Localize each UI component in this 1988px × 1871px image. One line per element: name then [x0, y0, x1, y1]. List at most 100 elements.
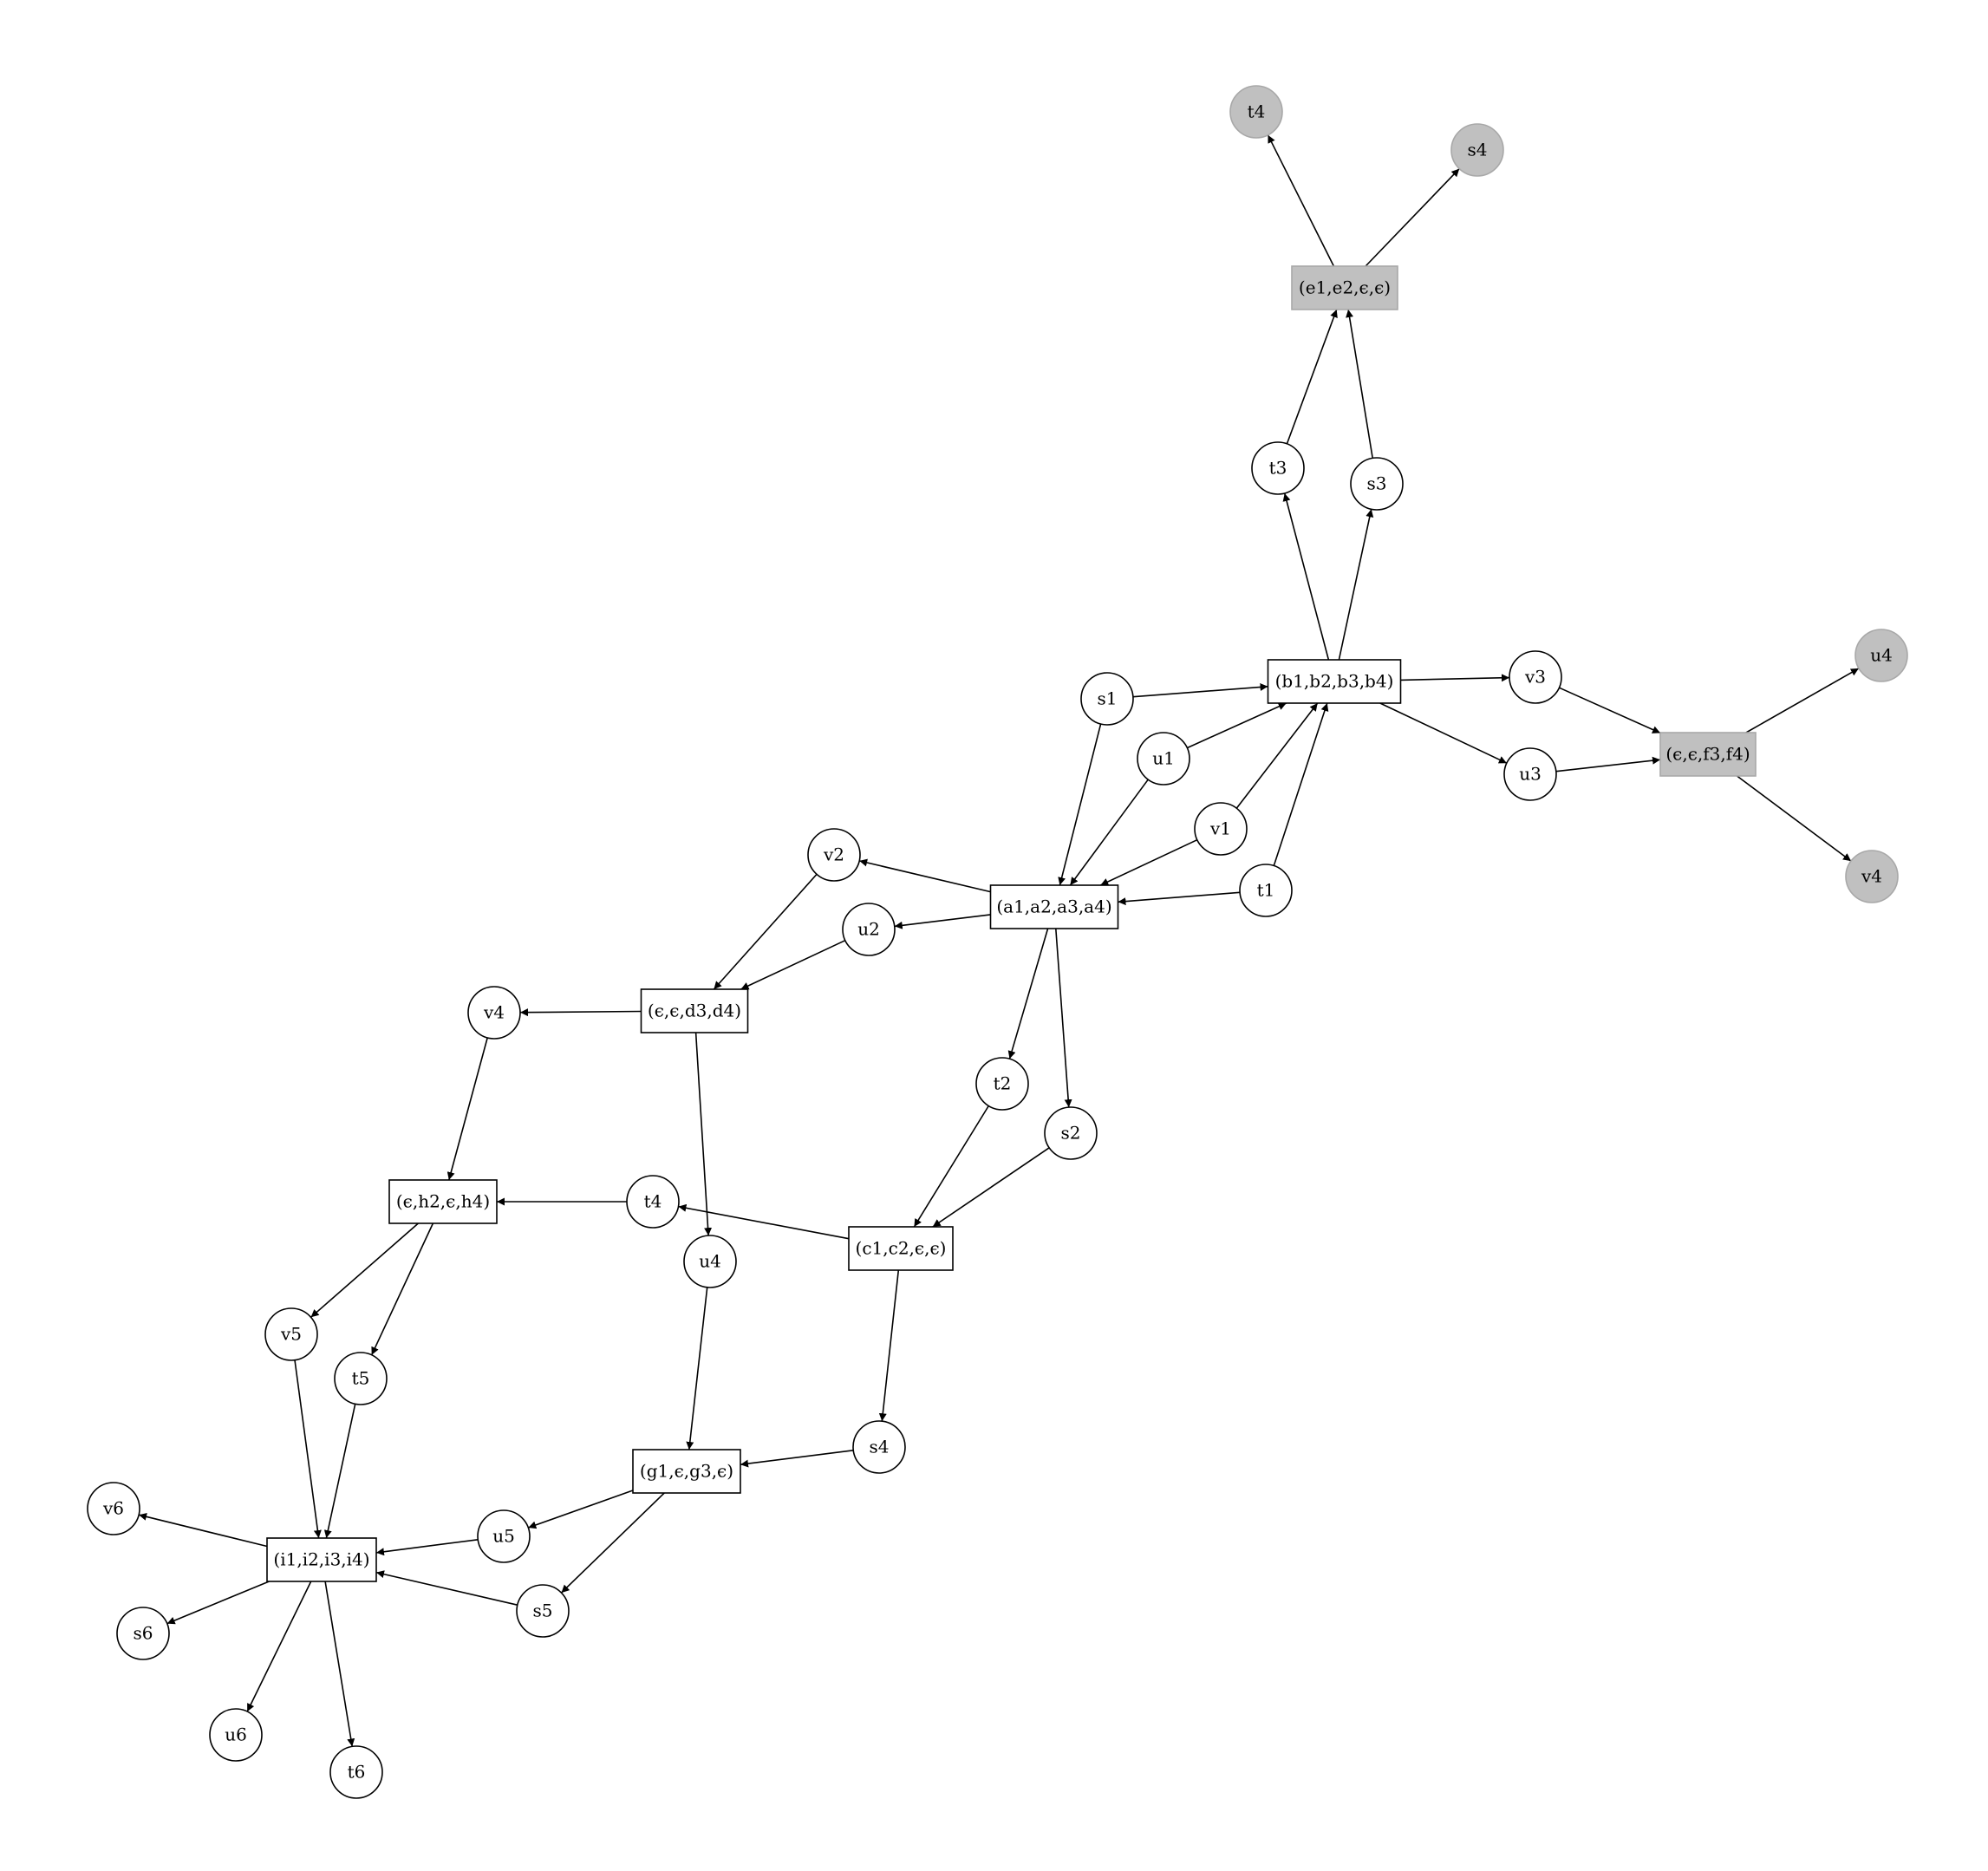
arc-a-to-v2 [859, 858, 991, 893]
transition-a: (a1,a2,a3,a4) [989, 884, 1119, 929]
place-u4: u4 [683, 1235, 737, 1288]
place-t4_top: t4 [1229, 85, 1283, 139]
transition-label: (ϵ,ϵ,d3,d4) [648, 1001, 741, 1021]
place-circle [329, 1745, 383, 1799]
place-circle [626, 1175, 680, 1229]
place-label: t4 [1248, 101, 1266, 122]
place-u6: u6 [209, 1708, 263, 1762]
transition-box [1659, 732, 1757, 777]
place-u4_right: u4 [1854, 629, 1908, 682]
place-label: u4 [699, 1251, 721, 1272]
place-t1: t1 [1239, 864, 1293, 917]
place-v1: v1 [1194, 802, 1248, 856]
place-label: s2 [1061, 1123, 1081, 1144]
place-t5: t5 [334, 1352, 388, 1405]
transition-box [632, 1449, 741, 1494]
place-v4_right: v4 [1845, 850, 1899, 903]
arc-t3-to-e [1286, 309, 1338, 445]
place-circle [1044, 1106, 1098, 1160]
arc-t1-to-b [1273, 702, 1329, 866]
place-label: t5 [352, 1368, 370, 1389]
transition-box [266, 1537, 377, 1582]
arc-h-to-v5 [310, 1222, 419, 1318]
arc-d-to-u4 [694, 1032, 713, 1236]
place-label: v5 [280, 1324, 302, 1345]
place-v6: v6 [87, 1482, 140, 1535]
place-circle [264, 1307, 318, 1361]
place-circle [1080, 672, 1134, 726]
arc-i-to-v6 [138, 1512, 268, 1548]
transition-box [1291, 265, 1398, 310]
place-label: u5 [492, 1526, 515, 1547]
place-circle [1194, 802, 1248, 856]
place-t4: t4 [626, 1175, 680, 1229]
arc-b-to-u3 [1379, 702, 1508, 764]
arc-g-to-s5 [560, 1492, 665, 1594]
place-label: v4 [483, 1002, 505, 1023]
transition-g: (g1,ϵ,g3,ϵ) [632, 1449, 741, 1494]
arc-u3-to-f [1555, 756, 1661, 773]
place-label: v2 [823, 844, 844, 865]
transition-label: (b1,b2,b3,b4) [1275, 671, 1394, 692]
place-u2: u2 [842, 903, 896, 956]
transition-label: (a1,a2,a3,a4) [996, 896, 1111, 917]
arc-i-to-s6 [166, 1581, 270, 1625]
place-circle [1137, 732, 1190, 786]
arc-u5-to-i [375, 1539, 479, 1556]
arc-a-to-s2 [1055, 928, 1072, 1108]
arc-i-to-t6 [324, 1581, 355, 1747]
place-v5: v5 [264, 1307, 318, 1361]
transition-d: (ϵ,ϵ,d3,d4) [640, 988, 749, 1033]
place-circle [116, 1607, 170, 1660]
place-circle [1509, 650, 1562, 704]
place-circle [1854, 629, 1908, 682]
place-t3: t3 [1251, 441, 1305, 495]
place-s6: s6 [116, 1607, 170, 1660]
transition-box [1267, 659, 1402, 704]
place-t6: t6 [329, 1745, 383, 1799]
place-v3: v3 [1509, 650, 1562, 704]
arc-b-to-t3 [1282, 492, 1330, 661]
arc-f-to-v4_right [1737, 775, 1852, 862]
transition-box [989, 884, 1119, 929]
place-label: s5 [533, 1600, 553, 1621]
place-label: u6 [225, 1724, 247, 1745]
place-circle [807, 828, 861, 882]
transition-f: (ϵ,ϵ,f3,f4) [1659, 732, 1757, 777]
arc-v3-to-f [1559, 687, 1661, 734]
place-label: s1 [1098, 688, 1118, 709]
place-circle [842, 903, 896, 956]
place-circle [1239, 864, 1293, 917]
arc-s1-to-b [1132, 682, 1268, 698]
place-s1: s1 [1080, 672, 1134, 726]
place-u5: u5 [477, 1509, 531, 1563]
arc-u4-to-g [686, 1287, 708, 1451]
arc-a-to-t2 [1007, 928, 1049, 1059]
arc-e-to-t4_top [1267, 134, 1335, 267]
place-v2: v2 [807, 828, 861, 882]
arc-t2-to-c [913, 1105, 989, 1228]
arc-s3-to-e [1346, 309, 1373, 459]
place-label: u2 [857, 919, 880, 940]
place-circle [975, 1057, 1029, 1111]
arc-c-to-t4 [678, 1203, 850, 1240]
arc-t1-to-a [1118, 891, 1241, 906]
arc-i-to-u6 [246, 1581, 312, 1712]
place-label: s3 [1367, 473, 1387, 494]
transition-label: (g1,ϵ,g3,ϵ) [640, 1461, 733, 1482]
transition-label: (ϵ,h2,ϵ,h4) [396, 1191, 490, 1212]
place-circle [477, 1509, 531, 1563]
place-label: t2 [994, 1073, 1012, 1094]
nodes-layer: t4s4t3s3s1u1v1t1v3u3u4v4v2u2t2s2v4t4u4v5… [87, 85, 1908, 1799]
arc-s4-to-g [740, 1450, 854, 1468]
place-circle [334, 1352, 388, 1405]
arc-f-to-u4_right [1745, 668, 1860, 733]
arc-v1-to-b [1235, 702, 1319, 809]
place-circle [467, 986, 521, 1040]
transition-box [848, 1226, 954, 1271]
place-label: v4 [1861, 866, 1882, 887]
arc-s1-to-a [1058, 723, 1102, 886]
arc-s5-to-i [375, 1570, 518, 1606]
place-circle [1845, 850, 1899, 903]
